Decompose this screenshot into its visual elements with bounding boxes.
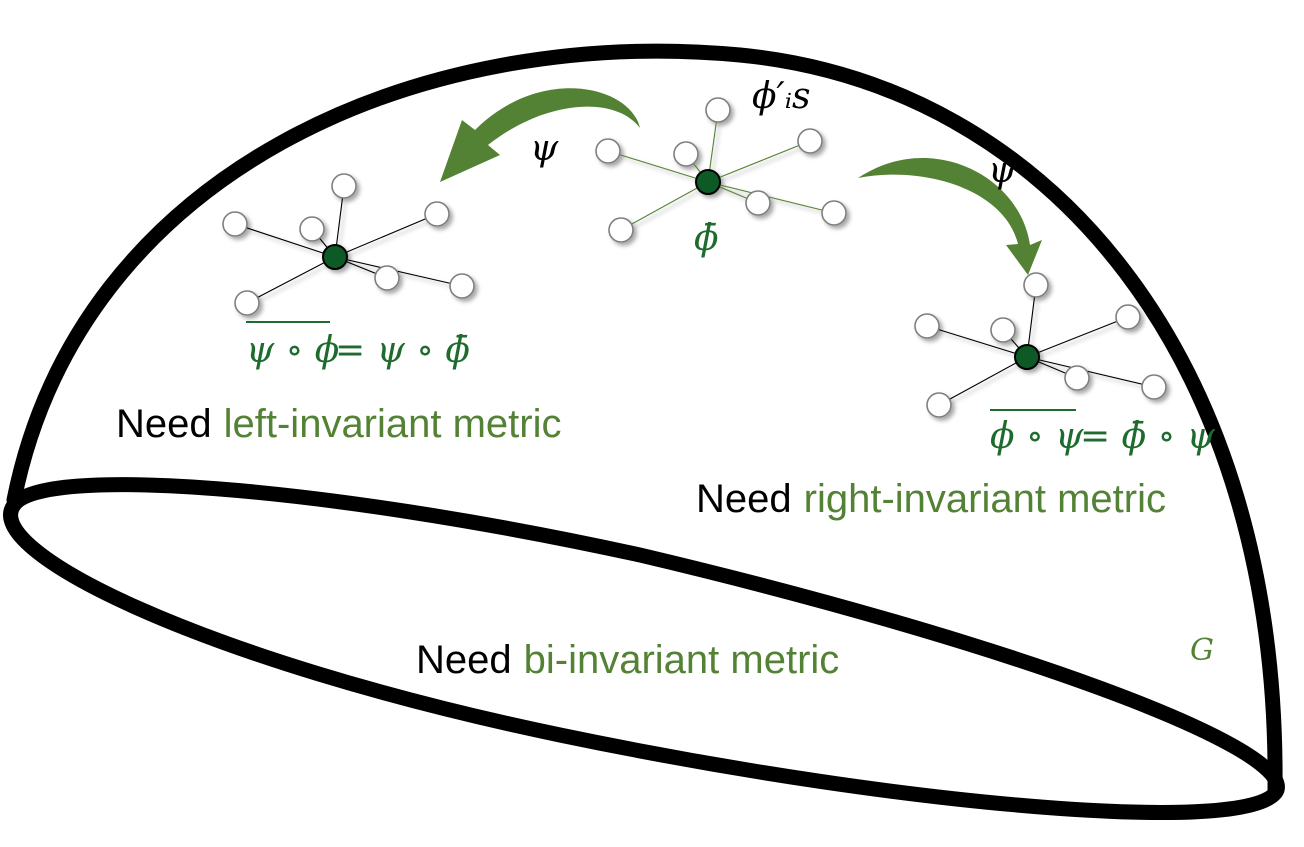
- node: [1023, 272, 1049, 298]
- star-original: [595, 97, 847, 243]
- right-metric-term: right-invariant metric: [804, 477, 1166, 521]
- group-label: G: [1190, 633, 1214, 668]
- left-equation: ψ ∘ ϕ = ψ ∘ ϕ̄: [246, 321, 470, 371]
- node: [990, 317, 1016, 343]
- node: [424, 201, 450, 227]
- center-node: [322, 244, 348, 270]
- star-right: [914, 272, 1167, 418]
- right-equation-lhs: ϕ ∘ ψ: [990, 416, 1084, 457]
- node: [222, 211, 248, 237]
- bi-metric-term: bi-invariant metric: [524, 638, 840, 682]
- node: [673, 141, 699, 167]
- dome-outline: [6, 43, 1283, 798]
- psi-left-label: ψ: [530, 128, 559, 169]
- psi-right-label: ψ: [988, 150, 1017, 191]
- star-left: [222, 173, 475, 316]
- node: [926, 392, 952, 418]
- left-equation-rhs: = ψ ∘ ϕ̄: [335, 330, 470, 371]
- phi-i-s-label: ϕ′ᵢs: [752, 76, 810, 117]
- node: [374, 265, 400, 291]
- left-metric-label: Need left-invariant metric: [116, 402, 562, 446]
- right-metric-label: Need right-invariant metric: [696, 477, 1166, 521]
- node: [914, 313, 940, 339]
- node: [608, 217, 634, 243]
- node: [1115, 304, 1141, 330]
- left-equation-lhs: ψ ∘ ϕ: [246, 330, 339, 371]
- node: [797, 128, 823, 154]
- left-metric-term: left-invariant metric: [224, 402, 562, 446]
- need-word: Need: [116, 402, 212, 446]
- phi-bar-label: ϕ̄: [694, 218, 719, 259]
- bi-metric-label: Need bi-invariant metric: [416, 638, 839, 682]
- center-node: [695, 169, 721, 195]
- right-equation: ϕ ∘ ψ = ϕ̄ ∘ ψ: [990, 409, 1216, 457]
- center-node: [1014, 344, 1040, 370]
- need-word: Need: [416, 638, 512, 682]
- need-word: Need: [696, 477, 792, 521]
- dome-base-ellipse: [3, 477, 1285, 820]
- arrow-left: [440, 88, 640, 182]
- right-equation-rhs: = ϕ̄ ∘ ψ: [1080, 416, 1216, 457]
- node: [745, 190, 771, 216]
- node: [821, 200, 847, 226]
- node: [1141, 374, 1167, 400]
- arrow-right: [858, 158, 1042, 275]
- node: [234, 290, 260, 316]
- node: [705, 97, 731, 123]
- node: [449, 273, 475, 299]
- node: [1064, 365, 1090, 391]
- node: [299, 216, 325, 242]
- node: [595, 138, 621, 164]
- node: [331, 173, 357, 199]
